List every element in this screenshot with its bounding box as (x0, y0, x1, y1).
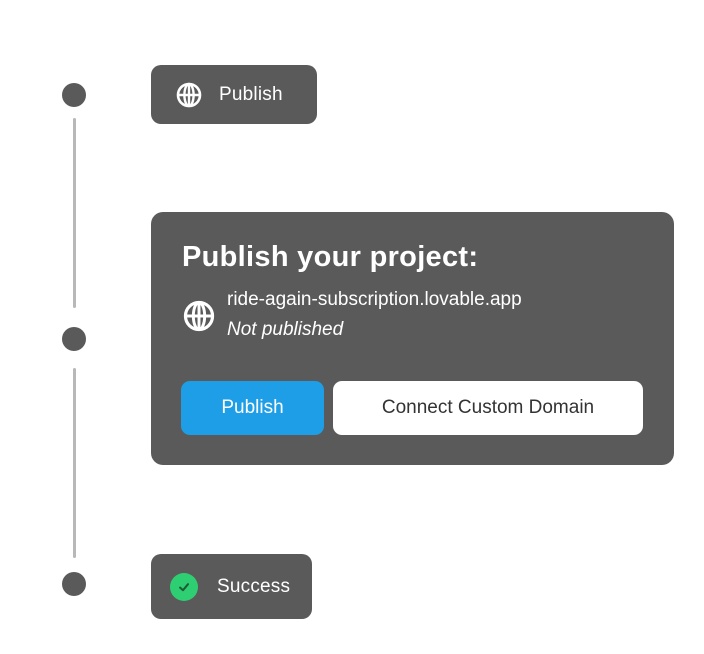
connect-custom-domain-button[interactable]: Connect Custom Domain (333, 381, 643, 435)
publish-status: Not published (227, 319, 344, 340)
timeline-connector (73, 368, 76, 558)
publish-button[interactable]: Publish (181, 381, 324, 435)
domain-url: ride-again-subscription.lovable.app (227, 289, 522, 310)
globe-icon (176, 82, 202, 108)
globe-icon (183, 300, 215, 332)
timeline-dot-card (62, 327, 86, 351)
timeline-dot-publish (62, 83, 86, 107)
check-icon (170, 572, 198, 601)
success-step-label: Success (217, 575, 291, 597)
timeline-connector (73, 118, 76, 308)
publish-step-pill[interactable]: Publish (151, 65, 317, 124)
publish-step-label: Publish (219, 83, 283, 105)
card-title: Publish your project: (182, 241, 479, 273)
timeline-dot-success (62, 572, 86, 596)
success-step-pill: Success (151, 554, 312, 619)
publish-project-card: Publish your project: ride-again-subscri… (151, 212, 674, 465)
